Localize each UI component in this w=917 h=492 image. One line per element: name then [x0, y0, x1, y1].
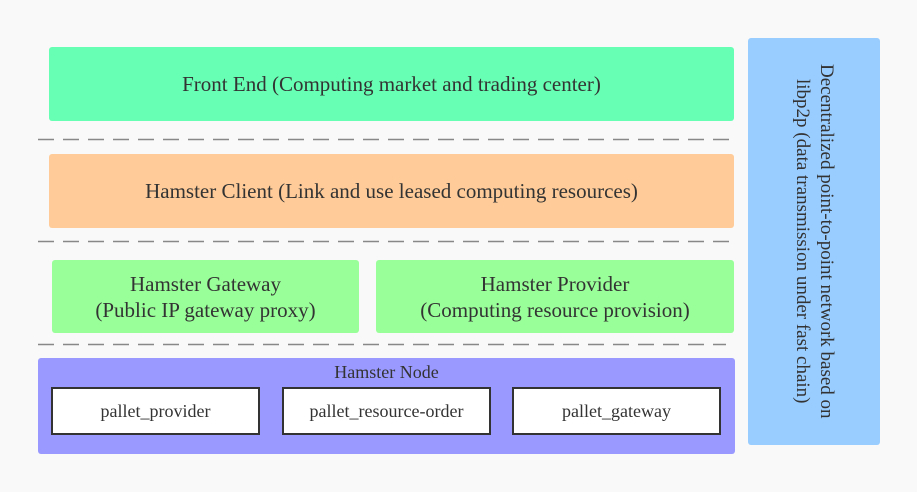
pallet-provider-box: pallet_provider	[51, 387, 260, 435]
p2p-network-label: Decentralized point-to-point network bas…	[790, 64, 838, 419]
hamster-provider-box: Hamster Provider (Computing resource pro…	[376, 260, 734, 333]
hamster-client-layer: Hamster Client (Link and use leased comp…	[49, 154, 734, 228]
pallet-label: pallet_provider	[100, 400, 211, 421]
front-end-layer: Front End (Computing market and trading …	[49, 47, 734, 121]
pallet-resource-order-box: pallet_resource-order	[282, 387, 491, 435]
provider-title: Hamster Provider	[480, 271, 630, 296]
hamster-node-title: Hamster Node	[334, 362, 439, 382]
p2p-line-1: Decentralized point-to-point network bas…	[816, 64, 837, 419]
hamster-node-layer: Hamster Node pallet_provider pallet_reso…	[38, 358, 735, 454]
provider-subtitle: (Computing resource provision)	[420, 297, 690, 322]
pallet-gateway-box: pallet_gateway	[512, 387, 721, 435]
p2p-line-2: libp2p (data transmission under fast cha…	[792, 79, 813, 404]
gateway-subtitle: (Public IP gateway proxy)	[95, 297, 316, 322]
pallet-label: pallet_gateway	[562, 400, 671, 421]
p2p-network-panel: Decentralized point-to-point network bas…	[748, 38, 880, 445]
front-end-label: Front End (Computing market and trading …	[182, 71, 601, 96]
hamster-client-label: Hamster Client (Link and use leased comp…	[145, 178, 638, 203]
gateway-title: Hamster Gateway	[129, 271, 282, 296]
hamster-gateway-box: Hamster Gateway (Public IP gateway proxy…	[52, 260, 359, 333]
pallet-label: pallet_resource-order	[309, 400, 464, 421]
